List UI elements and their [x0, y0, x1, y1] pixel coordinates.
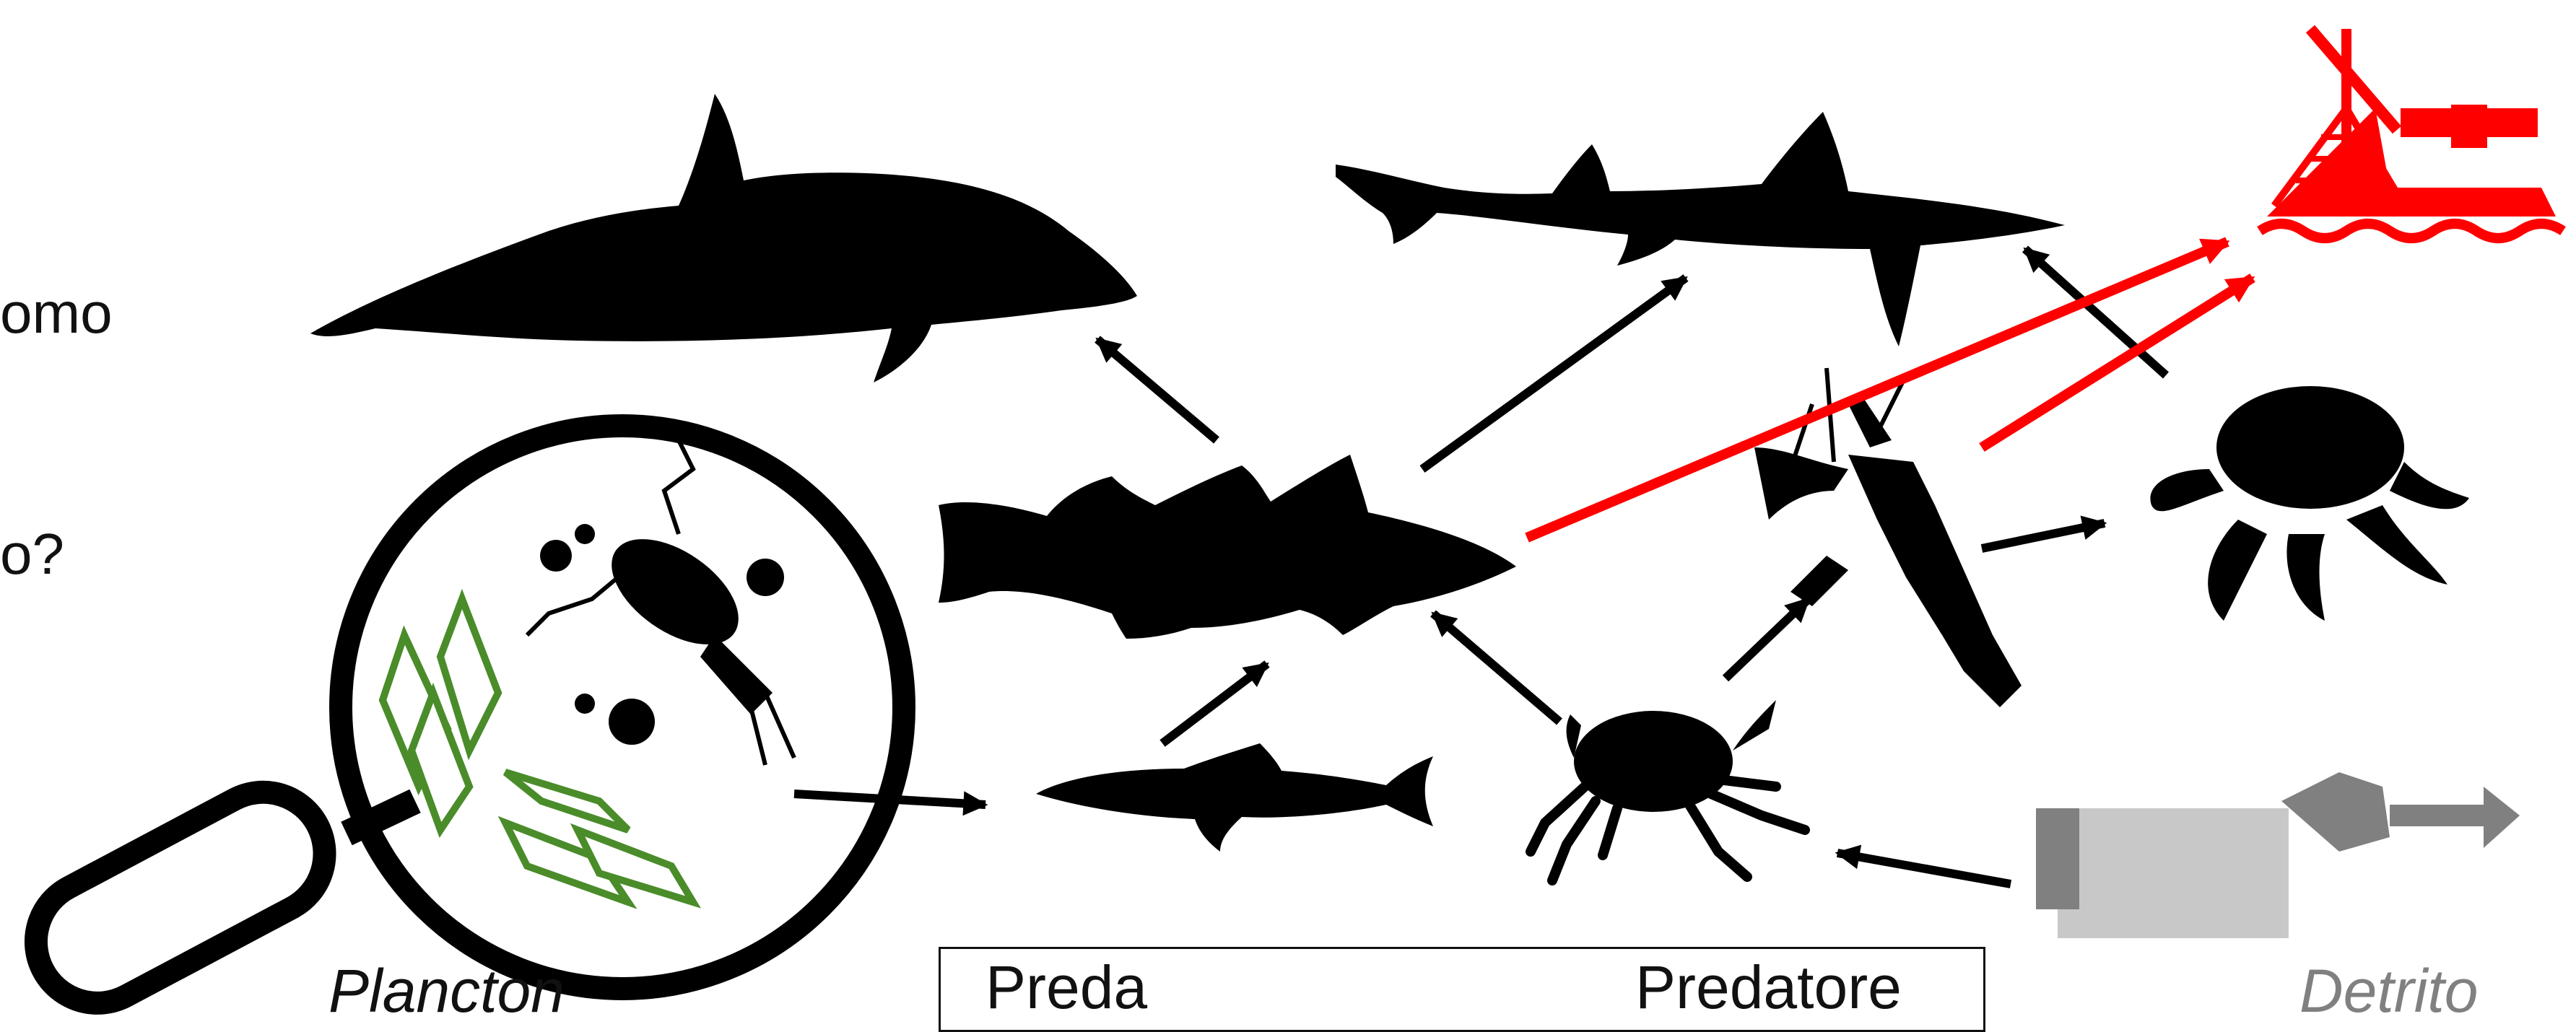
cod-fish-icon [939, 455, 1516, 639]
shark-icon [1336, 112, 2065, 346]
arrow-cod-dolphin [1097, 339, 1217, 440]
arrow-langoustine-boat [1982, 278, 2253, 447]
particle [609, 699, 655, 745]
plankton-label: Plancton [328, 956, 565, 1026]
arrow-detritus-crab [1837, 853, 2011, 884]
legend-prey-label: Preda [985, 953, 1147, 1023]
detritus-label: Detrito [2299, 956, 2478, 1026]
arrow-cod-shark [1422, 278, 1686, 469]
sardine-icon [1036, 743, 1433, 852]
arrow-crab-cod [1433, 613, 1559, 722]
particle [575, 524, 595, 544]
octopus-icon [2150, 386, 2469, 621]
dolphin-icon [310, 94, 1137, 382]
legend-predator-label: Predatore [1635, 953, 1902, 1023]
particle [747, 559, 784, 596]
arrow-sardine-cod [1162, 664, 1267, 743]
langoustine-icon [1754, 368, 2022, 707]
particle [540, 540, 572, 572]
arrow-langoustine-octopus [1982, 523, 2105, 548]
arrow-crab-langoustine [1726, 599, 1809, 678]
arrow-octopus-shark [2025, 249, 2166, 375]
particle [575, 694, 595, 714]
fishing-boat-icon [2260, 29, 2563, 238]
crab-icon [1531, 700, 1805, 880]
detritus-icon [2036, 772, 2520, 938]
magnifier-icon [14, 426, 904, 1025]
